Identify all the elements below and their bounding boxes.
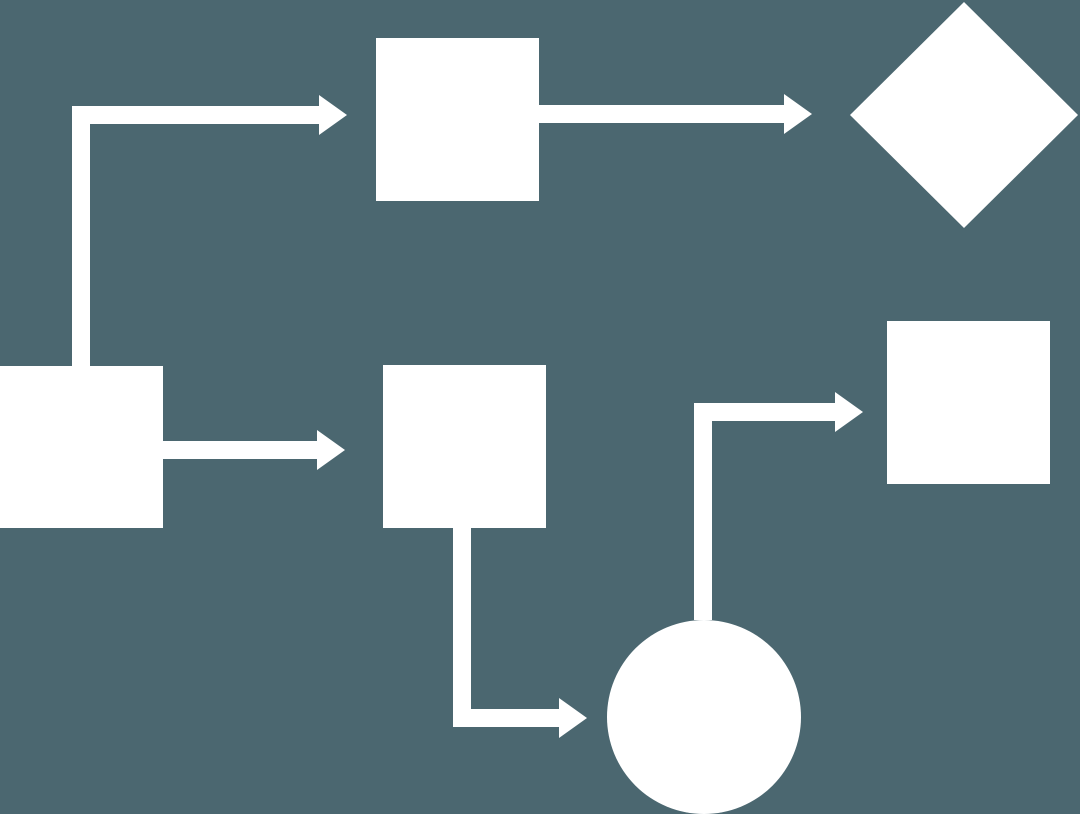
connector-circle-to-right-square bbox=[694, 403, 835, 620]
arrowhead-top-square-to-diamond bbox=[784, 94, 812, 134]
connector-start-to-top-square bbox=[72, 106, 319, 366]
flow-node-middle-process-square bbox=[383, 365, 546, 528]
arrowhead-start-to-middle-square bbox=[317, 430, 345, 470]
flow-node-decision-diamond bbox=[850, 2, 1078, 228]
flow-node-end-circle bbox=[607, 620, 801, 814]
arrowhead-circle-to-right-square bbox=[835, 392, 863, 432]
flow-node-right-process-square bbox=[887, 321, 1050, 484]
flow-node-start-square bbox=[0, 366, 163, 528]
arrowhead-start-to-top-square bbox=[319, 95, 347, 135]
flow-node-top-process-square bbox=[376, 38, 539, 201]
connector-middle-square-to-circle bbox=[453, 528, 559, 727]
arrowhead-middle-square-to-circle bbox=[559, 698, 587, 738]
